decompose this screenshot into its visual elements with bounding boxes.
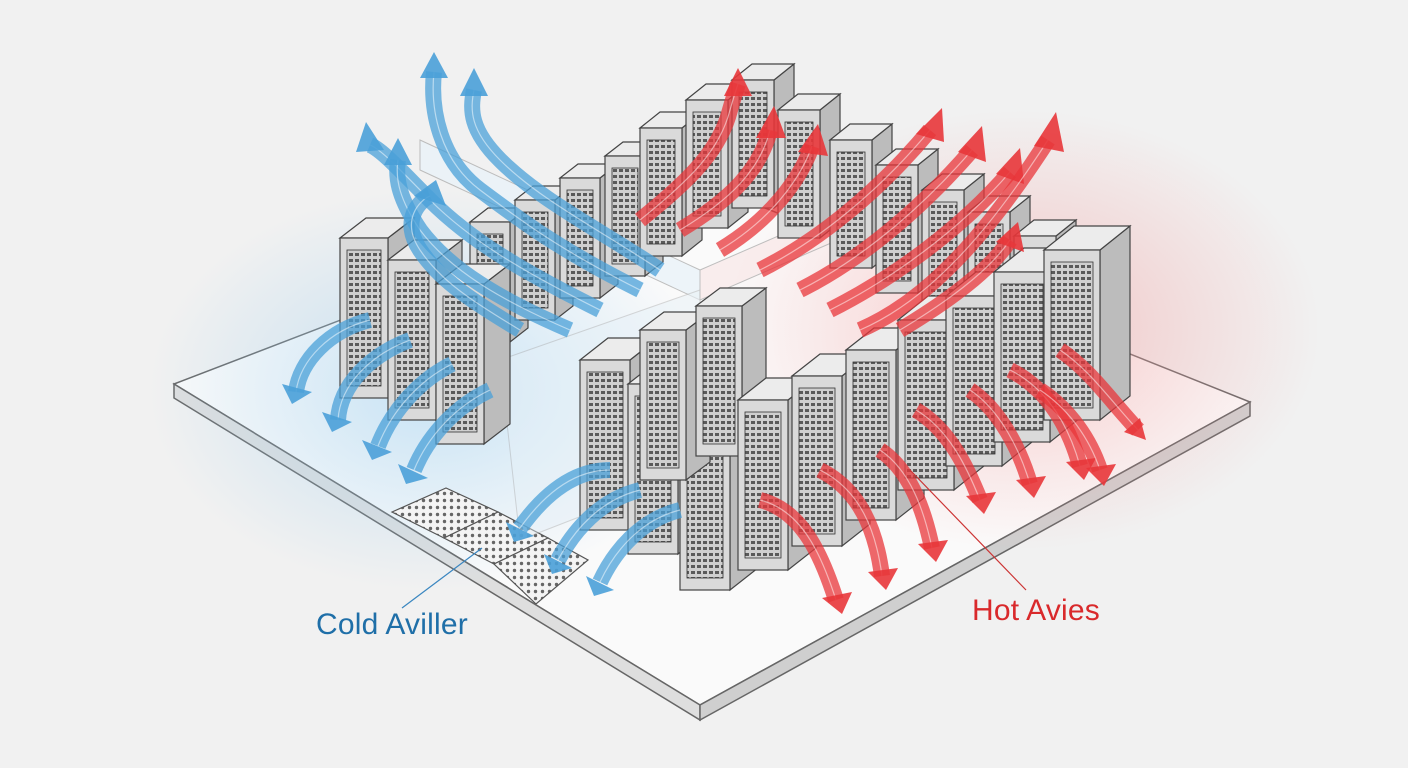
hot-airflow-arrow-icon [911,403,996,514]
cold-airflow-arrow-icon [356,122,604,318]
server-rack [1042,224,1132,422]
server-rack [694,286,768,458]
hot-airflow-arrow-icon [635,68,752,227]
hot-airflow-arrow-icon [796,126,986,298]
cold-airflow-arrow-icon [384,138,574,338]
cold-airflow-arrow-icon [506,462,611,542]
hot-airflow-arrow-icon [856,112,1064,338]
cold-airflow-arrow-icon [586,502,683,596]
hot-callout-line [909,469,1027,591]
hot-airflow-arrow-icon [675,106,786,237]
hot-airflow-arrow-icon [757,492,852,614]
hot-airflow-arrow-icon [895,222,1024,337]
cold-aisle-label: Cold Aviller [316,608,468,641]
cold-airflow-arrow-icon [460,68,665,277]
cold-airflow-arrow-icon [362,356,456,460]
hot-airflow-arrow-icon [875,443,948,562]
cold-callout-line [401,547,483,609]
server-racks [338,62,1132,592]
hot-airflow-arrow-icon [1055,343,1146,440]
cold-airflow-arrow-icon [403,180,525,337]
airflow-arrows [282,52,1146,614]
hot-airflow-arrow-icon [816,462,898,590]
cold-airflow-arrow-icon [282,312,373,404]
hot-airflow-arrow-icon [715,124,828,257]
hot-airflow-arrow-icon [965,383,1046,498]
cold-airflow-arrow-icon [398,382,494,484]
hot-aisle-label: Hot Avies [972,594,1100,627]
cold-airflow-arrow-icon [322,332,413,432]
cold-airflow-arrow-icon [420,52,644,298]
cold-airflow-arrow-icon [544,482,643,574]
hot-airflow-arrow-icon [756,108,944,278]
hot-airflow-arrow-icon [1035,383,1116,486]
